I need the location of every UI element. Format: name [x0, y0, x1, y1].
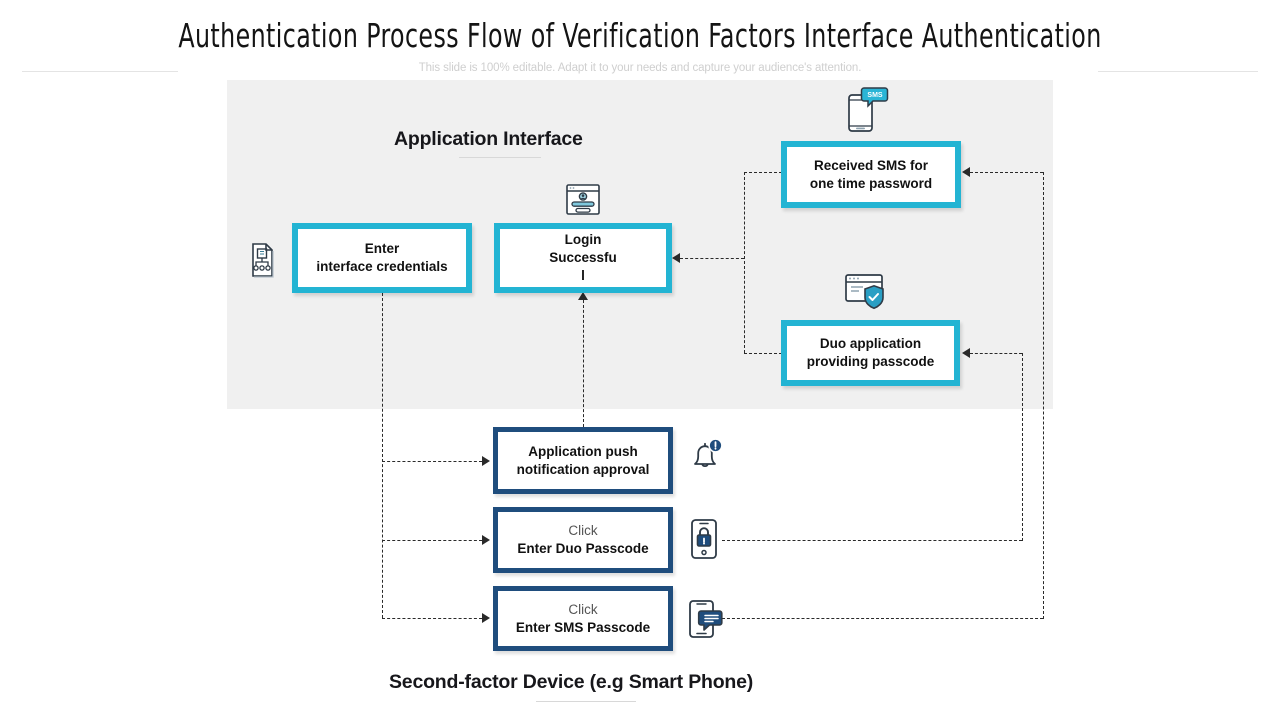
connector-to-duo-application	[970, 353, 1022, 354]
arrow-to-login-success-from-right	[672, 253, 680, 263]
connector-credentials-to-duo-passcode	[382, 540, 482, 541]
box-line-1: Application push	[528, 443, 638, 459]
box-line-2: providing passcode	[806, 354, 935, 369]
box-application-push-notification[interactable]: Application push notification approval	[493, 427, 673, 494]
sms-phone-icon: SMS	[845, 86, 889, 139]
box-line-2: Successfu	[549, 250, 617, 266]
notification-bell-icon	[688, 438, 724, 479]
browser-shield-icon	[843, 272, 887, 317]
box-line-3: l	[581, 267, 585, 283]
section-heading-second-factor-device: Second-factor Device (e.g Smart Phone)	[389, 671, 754, 693]
login-window-icon	[565, 183, 601, 222]
box-line-1: Duo application	[819, 336, 922, 352]
box-enter-sms-passcode[interactable]: Click Enter SMS Passcode	[493, 586, 673, 651]
connector-credentials-to-sms-passcode	[382, 618, 482, 619]
box-line-2: one time password	[809, 175, 933, 191]
connector-junction-to-login	[680, 258, 744, 259]
box-line-2: Enter SMS Passcode	[515, 619, 651, 635]
section-heading-underline	[536, 701, 636, 702]
connector-duo-passcode-right	[722, 540, 1022, 541]
box-enter-duo-passcode[interactable]: Click Enter Duo Passcode	[493, 507, 673, 573]
connector-push-to-login-vertical	[583, 300, 584, 427]
box-line-1: Login	[564, 232, 602, 248]
box-enter-interface-credentials[interactable]: Enter interface credentials	[292, 223, 472, 293]
box-line-1: Click	[568, 523, 598, 539]
page-title: Authentication Process Flow of Verificat…	[178, 16, 1102, 55]
connector-right-branch-vertical	[744, 172, 745, 353]
connector-duo-passcode-vertical	[1022, 353, 1023, 541]
box-line-2: notification approval	[516, 461, 650, 477]
connector-credentials-vertical	[382, 293, 383, 618]
header-rule-left	[22, 71, 178, 72]
section-heading-application-interface: Application Interface	[394, 128, 583, 150]
svg-text:SMS: SMS	[867, 92, 883, 99]
connector-sms-passcode-right	[722, 618, 1043, 619]
arrow-to-duo-passcode	[482, 535, 490, 545]
box-line-2: interface credentials	[316, 259, 448, 274]
arrow-to-duo-application	[962, 348, 970, 358]
arrow-to-sms-passcode	[482, 613, 490, 623]
section-heading-underline	[459, 157, 541, 158]
phone-lock-icon	[690, 518, 718, 565]
connector-sms-box-to-junction	[744, 172, 782, 173]
box-received-sms-otp[interactable]: Received SMS for one time password	[781, 141, 961, 208]
arrow-to-push-notification	[482, 456, 490, 466]
connector-credentials-to-push	[382, 461, 482, 462]
box-line-1: Click	[568, 601, 598, 617]
box-line-1: Received SMS for	[813, 157, 929, 173]
box-line-2: Enter Duo Passcode	[517, 541, 649, 556]
box-duo-application-passcode[interactable]: Duo application providing passcode	[781, 320, 960, 386]
phone-message-icon	[688, 599, 724, 644]
arrow-to-received-sms	[962, 167, 970, 177]
connector-to-received-sms	[970, 172, 1043, 173]
document-hierarchy-icon	[246, 240, 278, 285]
box-login-successful[interactable]: Login Successfu l	[494, 223, 672, 293]
box-line-1: Enter	[364, 241, 400, 257]
arrow-to-login-success	[578, 292, 588, 300]
page-subtitle: This slide is 100% editable. Adapt it to…	[418, 62, 862, 74]
connector-sms-passcode-vertical	[1043, 172, 1044, 619]
header-rule-right	[1098, 71, 1258, 72]
connector-duo-box-to-junction	[744, 353, 782, 354]
